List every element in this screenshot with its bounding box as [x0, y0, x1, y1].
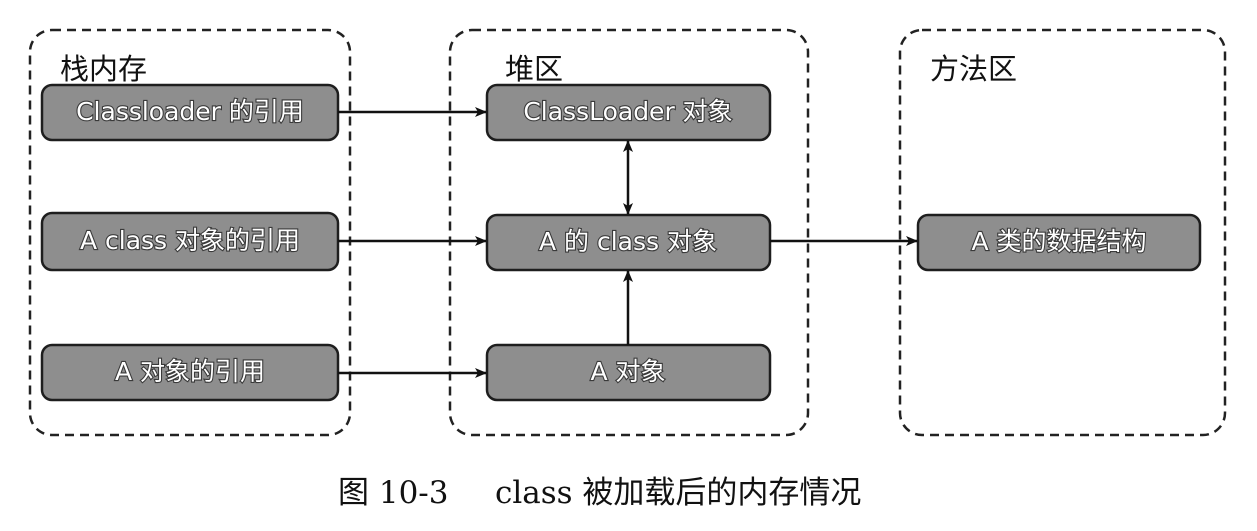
node-a-class-struct-label: A 类的数据结构: [971, 227, 1146, 256]
node-a-obj-label: A 对象: [590, 357, 665, 386]
node-a-class-obj-label: A 的 class 对象: [539, 227, 717, 256]
region-method: 方法区: [898, 28, 1227, 437]
region-stack-title: 栈内存: [60, 52, 147, 86]
node-classloader-obj: ClassLoader 对象: [485, 83, 772, 142]
caption-text: class 被加载后的内存情况: [495, 475, 861, 511]
figure-caption: 图 10-3 class 被加载后的内存情况: [338, 475, 861, 511]
node-a-class-ref: A class 对象的引用: [40, 211, 340, 272]
region-heap: 堆区: [448, 28, 810, 437]
node-a-class-obj: A 的 class 对象: [485, 213, 772, 272]
region-method-title: 方法区: [930, 52, 1017, 86]
node-a-class-ref-label: A class 对象的引用: [80, 226, 300, 255]
caption-figure-number: 图 10-3: [338, 475, 449, 511]
node-a-obj-ref-label: A 对象的引用: [115, 357, 265, 386]
region-method-border: [898, 28, 1227, 437]
region-stack: 栈内存: [28, 28, 352, 437]
node-classloader-ref-label: Classloader 的引用: [76, 97, 304, 126]
node-a-class-struct: A 类的数据结构: [916, 213, 1202, 272]
node-classloader-ref: Classloader 的引用: [40, 83, 340, 142]
node-classloader-obj-label: ClassLoader 对象: [523, 97, 732, 126]
region-heap-border: [448, 28, 810, 437]
node-a-obj-ref: A 对象的引用: [40, 343, 340, 402]
node-a-obj: A 对象: [485, 343, 772, 402]
region-heap-title: 堆区: [505, 52, 563, 86]
region-stack-border: [28, 28, 352, 437]
node-a-class-struct-box: [916, 213, 1202, 272]
